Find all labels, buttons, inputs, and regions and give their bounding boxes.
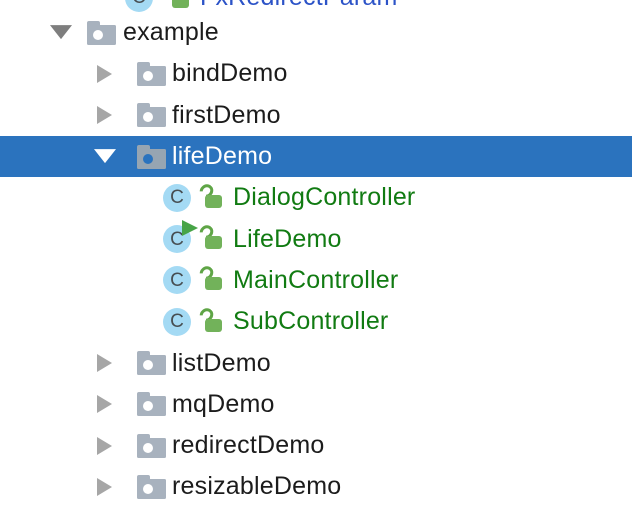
tree-item-label: MainController [233,265,399,294]
lock-open-icon [196,263,223,292]
tree-item-maincontroller[interactable]: C MainController [0,260,632,301]
tree-item-firstdemo[interactable]: firstDemo [0,95,632,136]
tree-item-listdemo[interactable]: listDemo [0,342,632,383]
tree-item-dialogcontroller[interactable]: C DialogController [0,177,632,218]
chevron-collapsed-icon[interactable] [97,436,112,455]
tree-item-label: lifeDemo [172,142,273,171]
run-overlay-icon [182,220,198,237]
tree-item-fxredirectparam[interactable]: C FxRedirectParam [0,0,632,18]
tree-item-redirectdemo[interactable]: redirectDemo [0,425,632,466]
tree-item-example[interactable]: example [0,12,632,53]
folder-icon [137,103,166,128]
folder-icon [137,351,166,376]
lock-open-icon [196,181,223,210]
chevron-collapsed-icon[interactable] [97,106,112,125]
tree-item-label: DialogController [233,183,416,212]
lock-open-icon [163,0,190,10]
tree-item-label: firstDemo [172,100,281,129]
tree-item-subcontroller[interactable]: C SubController [0,301,632,342]
tree-item-label: redirectDemo [172,431,325,460]
class-icon: C [125,0,153,12]
tree-item-lifedemo[interactable]: C LifeDemo [0,219,632,260]
chevron-expanded-icon[interactable] [94,148,116,163]
tree-item-label: listDemo [172,348,271,377]
chevron-collapsed-icon[interactable] [97,477,112,496]
tree-item-label: LifeDemo [233,224,342,253]
tree-item-label: bindDemo [172,59,288,88]
tree-item-label: SubController [233,307,389,336]
class-icon: C [163,307,191,336]
tree-item-label: FxRedirectParam [200,0,398,18]
chevron-collapsed-icon[interactable] [97,354,112,373]
tree-item-lifedemo[interactable]: lifeDemo [0,135,632,178]
tree-item-label: mqDemo [172,389,275,418]
tree-item-resizabledemo[interactable]: resizableDemo [0,466,632,507]
class-icon: C [163,225,191,254]
class-icon: C [163,183,191,212]
lock-open-icon [196,222,223,251]
folder-icon [137,474,166,499]
tree-item-label: resizableDemo [172,472,342,501]
lock-open-icon [196,305,223,334]
folder-icon [137,144,166,169]
tree-item-binddemo[interactable]: bindDemo [0,53,632,94]
tree-item-label: example [123,18,219,47]
chevron-collapsed-icon[interactable] [97,64,112,83]
folder-icon [87,20,116,45]
tree-item-mqdemo[interactable]: mqDemo [0,384,632,425]
folder-icon [137,392,166,417]
folder-icon [137,433,166,458]
class-icon: C [163,266,191,295]
folder-icon [137,61,166,86]
chevron-collapsed-icon[interactable] [97,395,112,414]
chevron-expanded-icon[interactable] [50,24,72,39]
